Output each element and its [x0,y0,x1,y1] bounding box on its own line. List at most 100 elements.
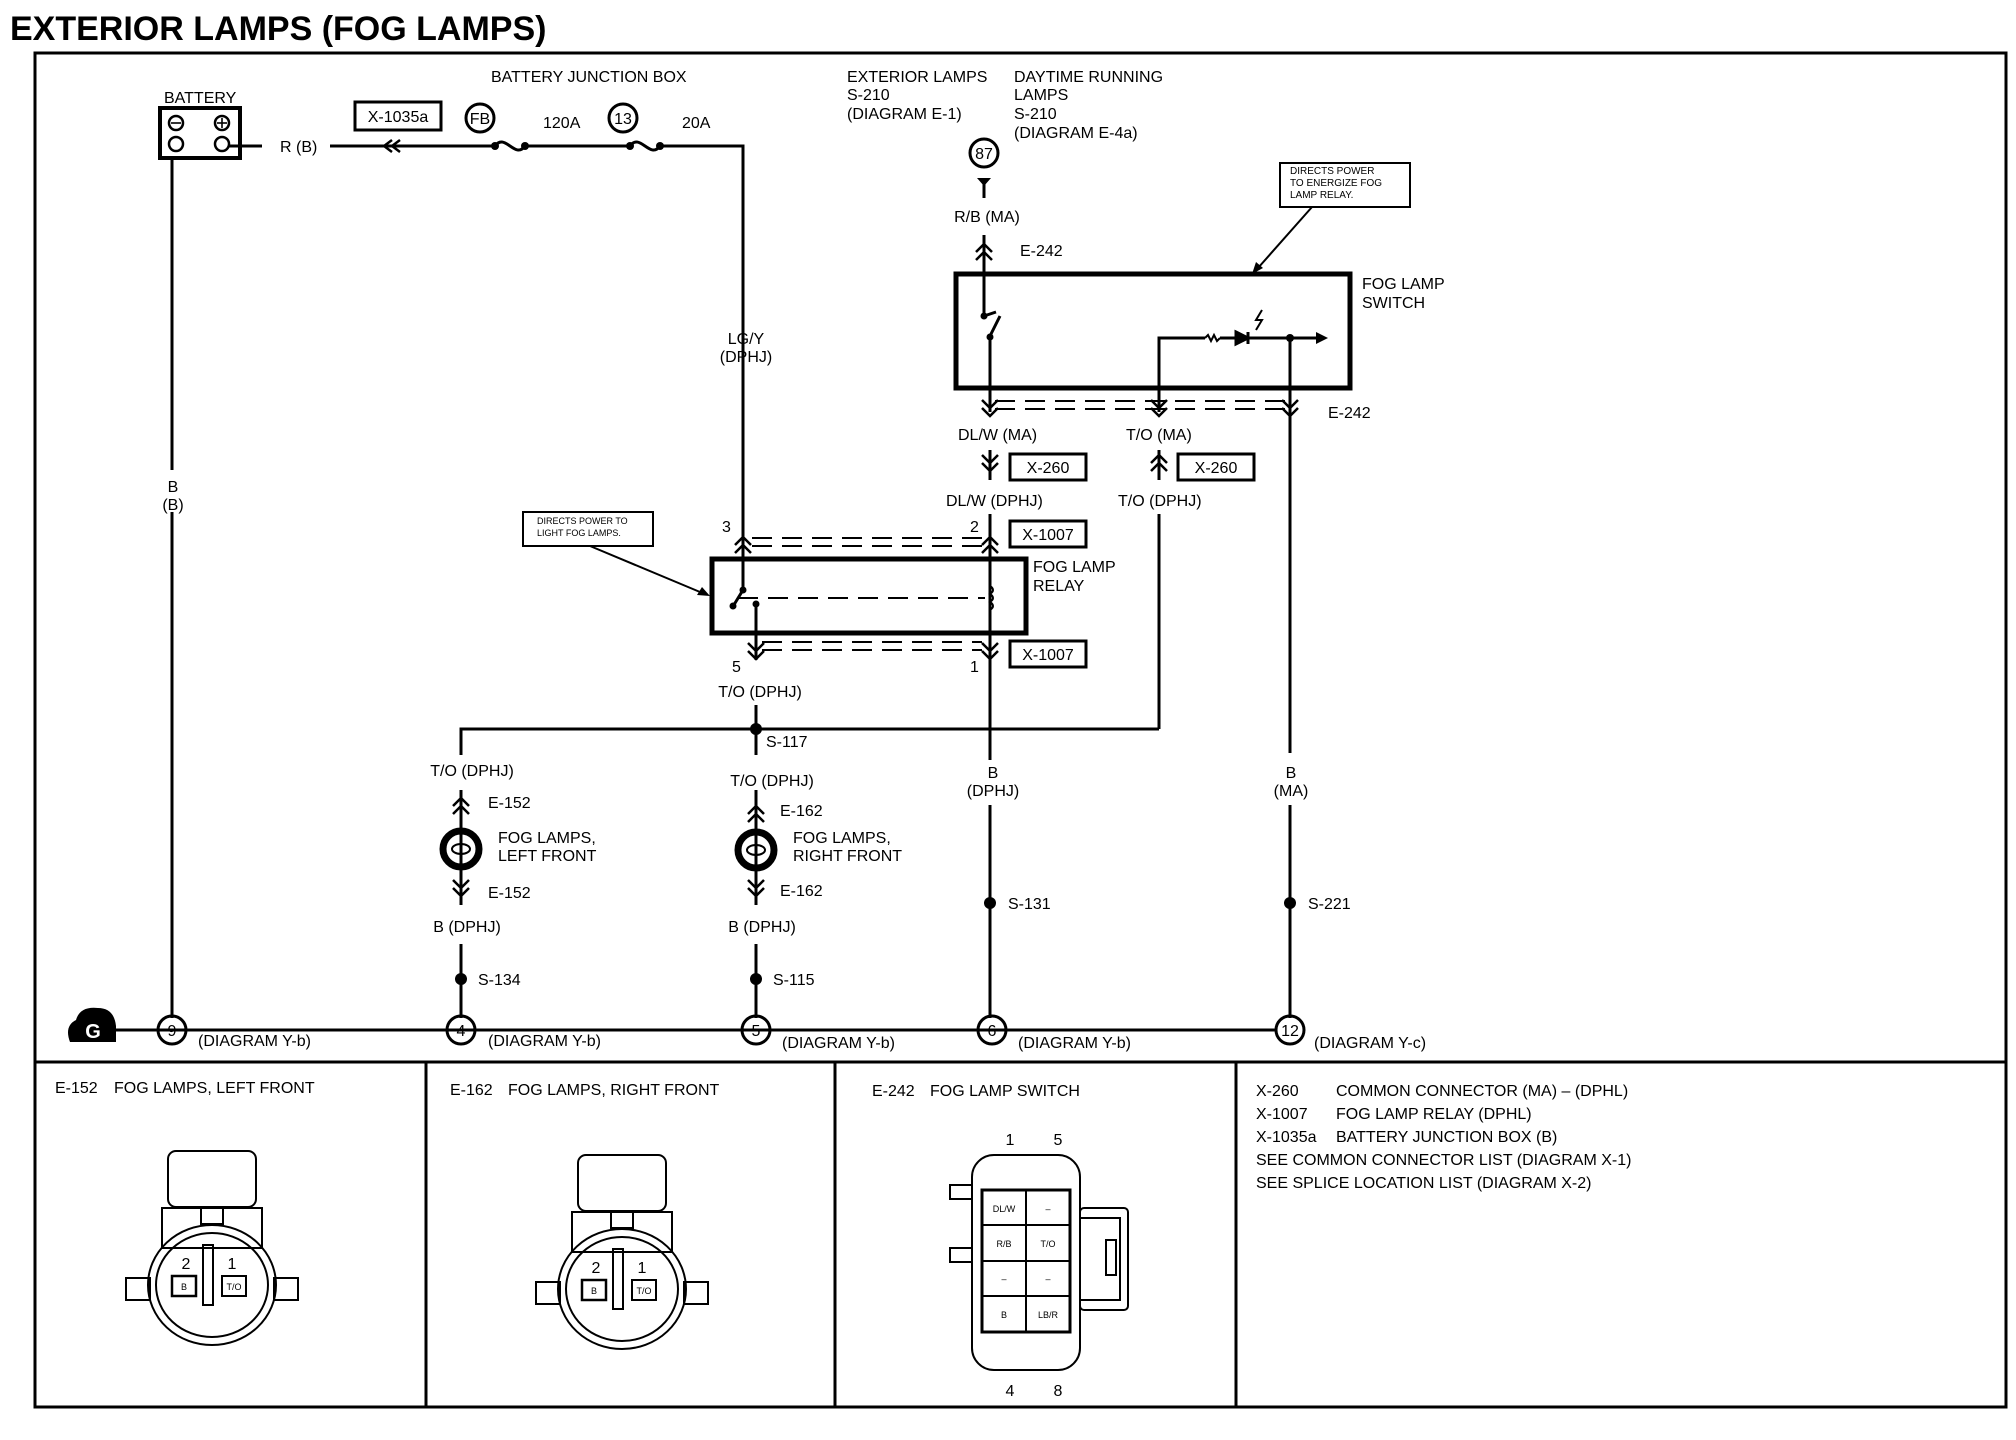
svg-text:X-260: X-260 [1256,1083,1299,1100]
svg-text:(DIAGRAM Y-b): (DIAGRAM Y-b) [198,1033,311,1050]
svg-text:X-1007: X-1007 [1256,1106,1308,1123]
svg-text:B (DPHJ): B (DPHJ) [433,919,501,936]
wire-label-b: B [168,479,179,496]
svg-text:–: – [1045,1204,1050,1214]
svg-text:BATTERY JUNCTION BOX (B): BATTERY JUNCTION BOX (B) [1336,1129,1557,1146]
connector-e162-icon: 2 1 B T/O [535,1154,709,1350]
ground-icon: G [68,1007,116,1043]
svg-text:X-260: X-260 [1195,460,1238,477]
battery-label: BATTERY [164,90,237,107]
svg-text:DIRECTS POWER: DIRECTS POWER [1290,166,1374,177]
svg-text:E-242: E-242 [1328,405,1371,422]
svg-text:T/O (DPHJ): T/O (DPHJ) [430,763,514,780]
panel-e242: E-242 FOG LAMP SWITCH 1 5 4 8 DL/W – R/B… [872,1083,1129,1400]
svg-text:RELAY: RELAY [1033,578,1085,595]
svg-text:2: 2 [970,519,979,536]
svg-text:FOG LAMPS, RIGHT FRONT: FOG LAMPS, RIGHT FRONT [508,1082,720,1099]
wire-label-to-dphj: T/O (DPHJ) [1118,493,1202,510]
svg-text:S-221: S-221 [1308,896,1351,913]
circuit-badge-87 [968,137,1000,169]
svg-text:(DIAGRAM Y-b): (DIAGRAM Y-b) [782,1035,895,1052]
svg-text:COMMON CONNECTOR (MA) – (DPHL): COMMON CONNECTOR (MA) – (DPHL) [1336,1083,1628,1100]
svg-text:E-162: E-162 [780,883,823,900]
lamp-bulb-icon [439,827,483,871]
led-icon [1220,329,1316,347]
svg-text:(DIAGRAM Y-b): (DIAGRAM Y-b) [488,1033,601,1050]
svg-text:X-260: X-260 [1027,460,1070,477]
connector-box-x1007 [1008,519,1088,549]
svg-text:T/O: T/O [227,1282,242,1292]
svg-text:FOG LAMP SWITCH: FOG LAMP SWITCH [930,1083,1080,1100]
callout-box [1279,162,1411,208]
fog-lamp-relay [709,556,1029,636]
svg-text:(DIAGRAM E-4a): (DIAGRAM E-4a) [1014,125,1138,142]
svg-text:(DPHJ): (DPHJ) [967,783,1019,800]
ground-node-12: 12 (DIAGRAM Y-c) [1274,1014,1426,1052]
svg-text:(DIAGRAM E-1): (DIAGRAM E-1) [847,106,962,123]
svg-text:LAMPS: LAMPS [1014,87,1068,104]
svg-text:FOG LAMP: FOG LAMP [1033,559,1116,576]
fog-lamp-left-front: E-152 FOG LAMPS, LEFT FRONT E-152 B (DPH… [433,790,597,1018]
svg-text:12: 12 [1281,1023,1299,1040]
svg-text:S-131: S-131 [1008,896,1051,913]
svg-text:FOG LAMP: FOG LAMP [1362,276,1445,293]
wire-label-dlw-dphj: DL/W (DPHJ) [946,493,1043,510]
ground-node-9: 9 (DIAGRAM Y-b) [156,1014,311,1050]
svg-text:X-1007: X-1007 [1022,647,1074,664]
relay-coil-icon [988,585,994,611]
svg-text:DAYTIME RUNNING: DAYTIME RUNNING [1014,69,1163,86]
connector-box-x260 [1176,452,1256,482]
svg-text:B (DPHJ): B (DPHJ) [728,919,796,936]
reference-exterior-lamps: EXTERIOR LAMPS S-210 (DIAGRAM E-1) [847,69,987,123]
wire-label-rb: R (B) [280,139,317,156]
svg-text:G: G [85,1021,101,1043]
svg-text:T/O: T/O [1041,1239,1056,1249]
fog-lamp-right-front: E-162 FOG LAMPS, RIGHT FRONT E-162 B (DP… [728,790,902,1018]
svg-text:T/O: T/O [637,1286,652,1296]
svg-text:X-1007: X-1007 [1022,527,1074,544]
svg-text:LEFT FRONT: LEFT FRONT [498,848,597,865]
svg-text:FOG LAMP RELAY (DPHL): FOG LAMP RELAY (DPHL) [1336,1106,1532,1123]
svg-text:E-152: E-152 [488,885,531,902]
negative-terminal-icon [167,114,185,132]
svg-text:S-210: S-210 [1014,106,1057,123]
svg-text:8: 8 [1054,1383,1063,1400]
svg-text:TO ENERGIZE FOG: TO ENERGIZE FOG [1290,178,1382,189]
svg-text:E-242: E-242 [872,1083,915,1100]
svg-text:FOG LAMPS,: FOG LAMPS, [793,830,891,847]
svg-text:–: – [1001,1274,1006,1284]
svg-text:E-162: E-162 [780,803,823,820]
svg-text:13: 13 [614,111,632,128]
fog-lamp-switch [953,271,1353,391]
svg-text:E-152: E-152 [55,1080,98,1097]
svg-text:B: B [1001,1310,1007,1320]
svg-text:5: 5 [732,659,741,676]
svg-text:(B): (B) [162,497,183,514]
svg-text:DL/W: DL/W [993,1204,1016,1214]
svg-text:9: 9 [168,1023,177,1040]
connector-e242-icon: DL/W – R/B T/O – – B LB/R [949,1154,1129,1371]
panel-e152: E-152 FOG LAMPS, LEFT FRONT 2 1 B T/O [55,1080,315,1346]
connector-e152-icon: 2 1 B T/O [125,1150,299,1346]
battery: BATTERY [158,90,242,160]
svg-text:1: 1 [638,1260,647,1277]
svg-text:LAMP RELAY.: LAMP RELAY. [1290,190,1353,201]
svg-text:5: 5 [1054,1132,1063,1149]
svg-text:5: 5 [752,1023,761,1040]
svg-text:(DIAGRAM Y-c): (DIAGRAM Y-c) [1314,1035,1426,1052]
resistor-icon [1204,332,1221,344]
svg-text:S-210: S-210 [847,87,890,104]
svg-text:(DIAGRAM Y-b): (DIAGRAM Y-b) [1018,1035,1131,1052]
svg-text:B: B [591,1286,597,1296]
svg-text:S-117: S-117 [766,734,808,751]
battery-feed-wire [330,140,745,520]
panel-e162: E-162 FOG LAMPS, RIGHT FRONT 2 1 B T/O [450,1082,720,1350]
svg-text:1: 1 [970,659,979,676]
splice-s134 [455,973,467,985]
svg-text:–: – [1045,1274,1050,1284]
svg-text:SEE COMMON CONNECTOR LIST (DIA: SEE COMMON CONNECTOR LIST (DIAGRAM X-1) [1256,1152,1631,1169]
svg-text:2: 2 [592,1260,601,1277]
page-title: EXTERIOR LAMPS (FOG LAMPS) [10,10,546,48]
svg-text:87: 87 [975,146,993,163]
